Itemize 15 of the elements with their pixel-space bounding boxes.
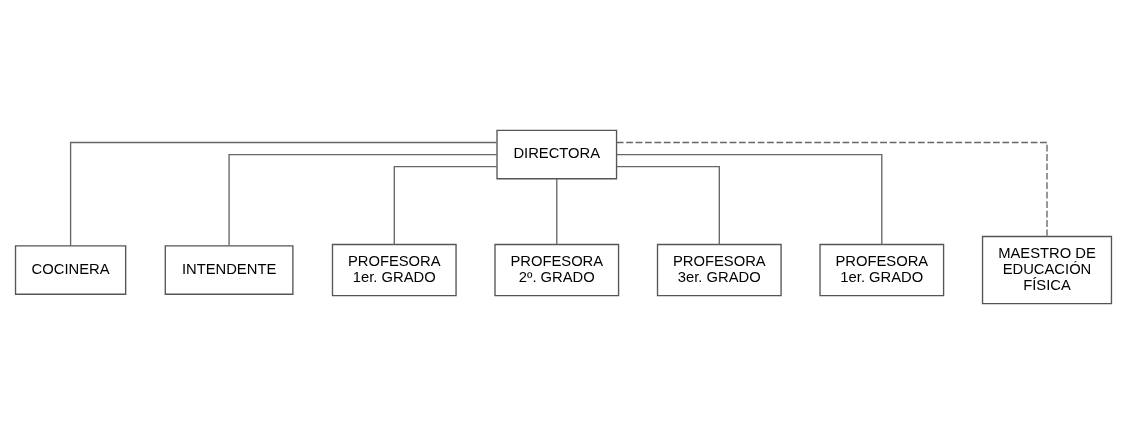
node-box: PROFESORA 1er. GRADO [819,243,945,297]
connector [393,165,498,246]
node-box: PROFESORA 1er. GRADO [331,243,457,297]
connector [616,153,883,246]
node-box: DIRECTORA [496,129,618,180]
node-box: INTENDENTE [164,245,294,295]
connector [616,165,720,246]
connector [228,153,498,247]
node-box: PROFESORA 3er. GRADO [656,243,782,297]
connector [616,141,1048,237]
node-box: MAESTRO DE EDUCACIÓN FÍSICA [981,235,1113,305]
connector [69,141,498,247]
node-box: PROFESORA 2º. GRADO [494,243,620,297]
connector [556,178,558,246]
node-box: COCINERA [14,245,127,295]
